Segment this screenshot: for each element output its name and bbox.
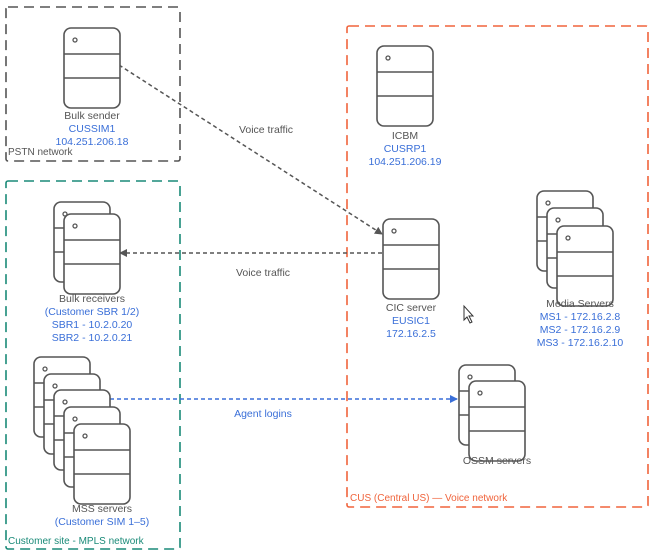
pstn-zone-label: PSTN network — [8, 147, 73, 158]
mouse-cursor-icon — [463, 304, 475, 324]
bulk-sender-label: Bulk sender CUSSIM1 104.251.206.18 — [42, 110, 142, 149]
mss-servers-server-stack-icon[interactable] — [33, 356, 131, 505]
node-line: 172.16.2.5 — [386, 328, 436, 340]
node-line: MS2 - 172.16.2.9 — [539, 324, 621, 336]
node-title: ICBM — [391, 130, 419, 142]
edge-label-voice-in: Voice traffic — [238, 124, 294, 136]
ossm-servers-server-stack-icon[interactable] — [458, 364, 526, 462]
node-title: OSSM servers — [462, 455, 532, 467]
node-title: CIC server — [385, 302, 437, 314]
node-line: (Customer SBR 1/2) — [44, 306, 140, 318]
media-servers-label: Media Servers MS1 - 172.16.2.8 MS2 - 172… — [525, 298, 635, 350]
cic-server-label: CIC server EUSIC1 172.16.2.5 — [361, 302, 461, 341]
node-line: 104.251.206.18 — [55, 136, 129, 148]
node-line: 104.251.206.19 — [368, 156, 442, 168]
cus-zone — [346, 25, 649, 508]
bulk-receivers-label: Bulk receivers (Customer SBR 1/2) SBR1 -… — [32, 293, 152, 345]
bulk-receivers-server-stack-icon[interactable] — [53, 201, 121, 295]
node-line: CUSRP1 — [383, 143, 427, 155]
icbm-server-icon[interactable] — [376, 45, 434, 127]
node-line: (Customer SIM 1–5) — [54, 516, 150, 528]
node-line: CUSSIM1 — [68, 123, 116, 135]
node-title: Media Servers — [546, 298, 614, 310]
cic-server-icon[interactable] — [382, 218, 440, 300]
customer-zone — [5, 180, 181, 550]
customer-zone-label: Customer site - MPLS network — [8, 536, 144, 547]
ossm-servers-label: OSSM servers — [447, 455, 547, 468]
node-line: EUSIC1 — [392, 315, 430, 327]
media-servers-server-stack-icon[interactable] — [536, 190, 614, 307]
node-title: Bulk receivers — [59, 293, 125, 305]
pstn-zone — [5, 6, 181, 162]
cus-zone-label: CUS (Central US) — Voice network — [350, 493, 508, 504]
edge-voice-in — [118, 64, 383, 235]
node-title: MSS servers — [71, 503, 133, 515]
icbm-label: ICBM CUSRP1 104.251.206.19 — [355, 130, 455, 169]
edge-label-voice-out: Voice traffic — [235, 267, 291, 279]
node-line: SBR2 - 10.2.0.21 — [51, 332, 133, 344]
edge-label-agent-logins: Agent logins — [234, 408, 292, 420]
node-title: Bulk sender — [64, 110, 120, 122]
mss-servers-label: MSS servers (Customer SIM 1–5) — [42, 503, 162, 529]
node-line: MS1 - 172.16.2.8 — [539, 311, 621, 323]
node-line: MS3 - 172.16.2.10 — [536, 337, 624, 349]
node-line: SBR1 - 10.2.0.20 — [51, 319, 133, 331]
bulk-sender-server-icon[interactable] — [63, 27, 121, 109]
